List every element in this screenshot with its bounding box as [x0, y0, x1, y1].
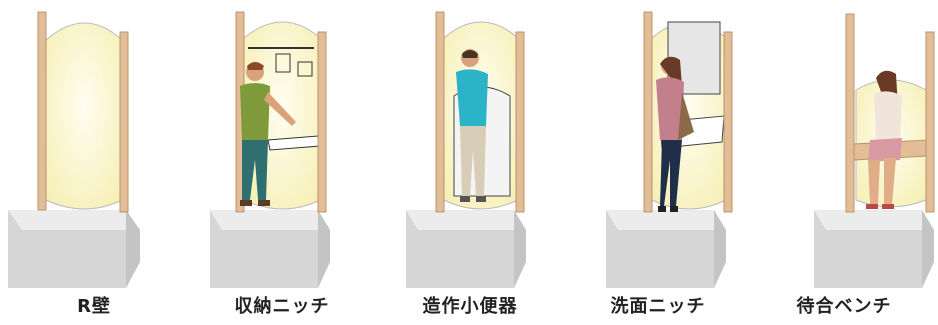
waiting-bench-illustration	[814, 13, 935, 288]
curved-wall	[45, 22, 123, 210]
panel-custom-urinal: 造作小便器	[376, 0, 564, 325]
label-custom-urinal: 造作小便器	[422, 296, 518, 317]
wood-post-right	[317, 31, 327, 213]
wood-post-right	[723, 31, 733, 213]
wood-post-left	[435, 11, 445, 213]
r-wall-illustration	[8, 11, 140, 288]
figure-woman-seated	[866, 70, 902, 209]
panel-washbasin-niche: 洗面ニッチ	[564, 0, 752, 325]
panel-r-wall: R壁	[0, 0, 188, 325]
label-washbasin-niche: 洗面ニッチ	[610, 296, 706, 317]
label-waiting-bench: 待合ベンチ	[796, 296, 892, 317]
figure-woman-pink-top	[656, 56, 694, 212]
panel-storage-niche: 収納ニッチ	[188, 0, 376, 325]
wood-post-left	[643, 11, 653, 213]
figure-man-blue-shirt	[456, 49, 488, 202]
wood-post-left	[37, 11, 47, 211]
hook-item	[297, 61, 313, 77]
hanging-bag	[275, 53, 291, 73]
wood-post-left	[845, 13, 855, 213]
wood-post-right	[515, 31, 525, 213]
label-storage-niche: 収納ニッチ	[234, 296, 330, 317]
custom-urinal-illustration	[406, 11, 526, 288]
panel-waiting-bench: 待合ベンチ	[750, 0, 938, 325]
storage-niche-illustration	[210, 11, 330, 288]
washbasin-niche-illustration	[606, 11, 733, 288]
figure-man-green-shirt	[240, 62, 296, 206]
wood-post-right	[925, 31, 935, 213]
label-r-wall: R壁	[77, 296, 111, 317]
wood-post-right	[119, 31, 129, 213]
